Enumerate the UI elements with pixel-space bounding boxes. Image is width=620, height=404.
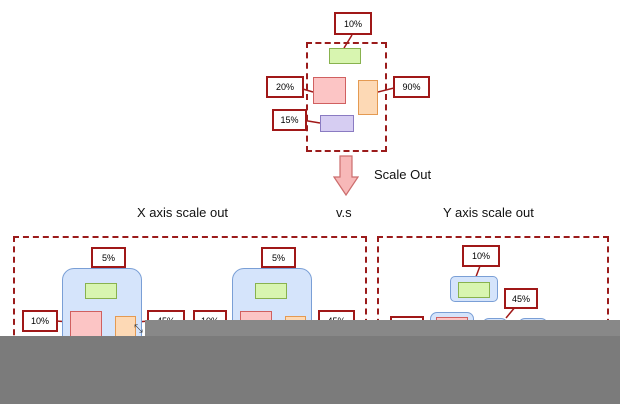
resize-cursor-icon: ⤡ — [134, 322, 143, 335]
callout-x-a-green: 5% — [91, 247, 126, 268]
callout-text: 90% — [402, 82, 421, 92]
callout-text: 5% — [101, 252, 115, 263]
top-green-node — [329, 48, 361, 64]
callout-text: 10% — [343, 18, 362, 29]
x-axis-heading: X axis scale out — [137, 205, 229, 220]
top-purple-node — [320, 115, 354, 132]
callout-top-purple: 15% — [272, 109, 307, 131]
y-axis-heading: Y axis scale out — [443, 205, 534, 220]
x-node-b-green — [255, 283, 287, 299]
callout-text: 10% — [471, 251, 490, 261]
x-node-a-green — [85, 283, 117, 299]
callout-text: 10% — [30, 316, 49, 326]
callout-top-red: 20% — [266, 76, 304, 98]
callout-text: 20% — [275, 82, 294, 92]
top-cluster-border — [306, 42, 387, 152]
callout-text: 5% — [271, 252, 285, 263]
top-orange-node — [358, 80, 378, 115]
scale-out-label: Scale Out — [374, 167, 432, 182]
callout-y-orange: 45% — [504, 288, 538, 309]
x-node-a-red — [70, 311, 102, 339]
callout-text: 45% — [511, 293, 530, 304]
versus-label: v.s — [336, 205, 352, 220]
gray-overlay-bottom — [0, 336, 620, 404]
callout-x-b-green: 5% — [261, 247, 296, 268]
callout-top-orange: 90% — [393, 76, 430, 98]
top-red-node — [313, 77, 346, 104]
y-node-top-green — [458, 282, 490, 298]
down-arrow-icon — [333, 155, 359, 197]
callout-text: 15% — [280, 115, 299, 125]
callout-x-a-red: 10% — [22, 310, 58, 332]
callout-top-green: 10% — [334, 12, 372, 35]
callout-y-green: 10% — [462, 245, 500, 267]
